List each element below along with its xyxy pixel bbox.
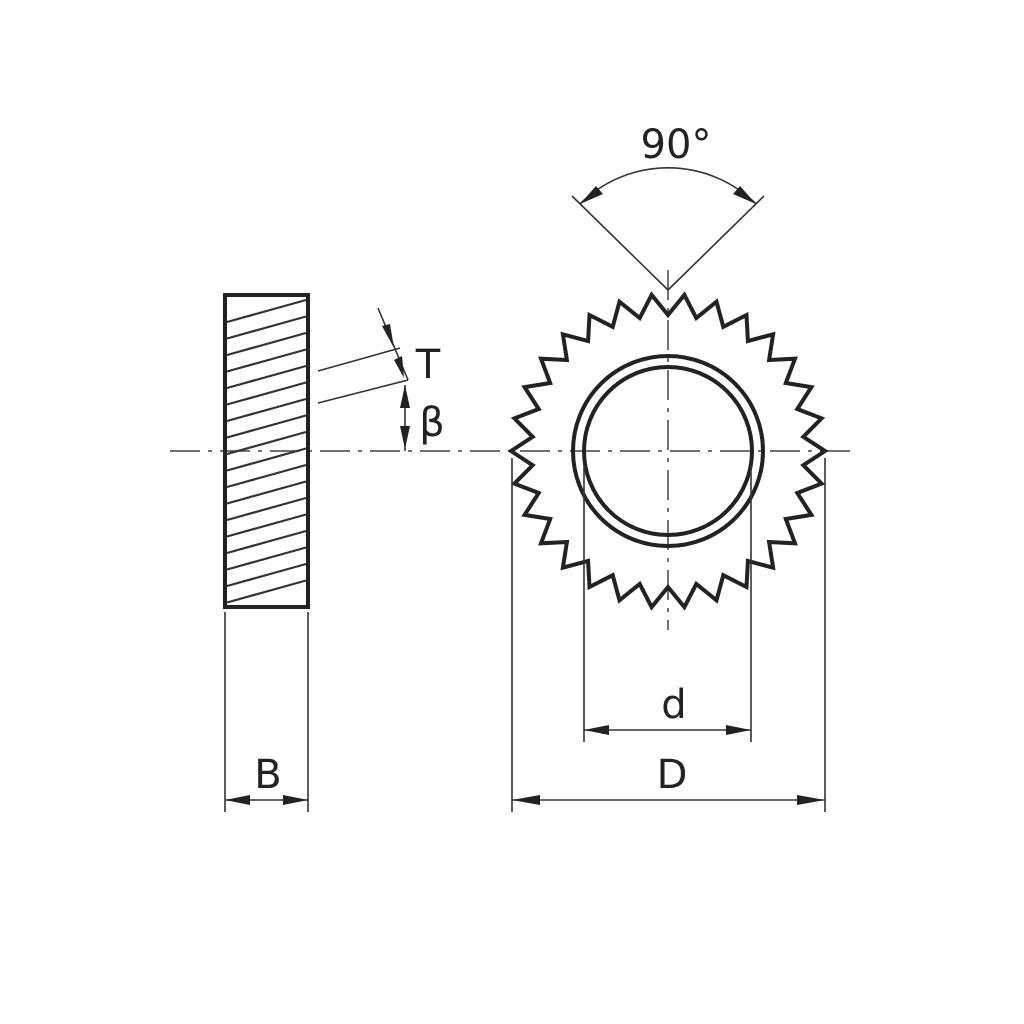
angle-line-left: [571, 195, 669, 291]
inner-diameter-dimension: d: [583, 465, 752, 742]
d-arrow-right: [726, 725, 751, 735]
knurl-hatch-line: [226, 562, 307, 588]
angle-arrow-right: [733, 186, 756, 204]
knurl-hatch-line: [226, 496, 307, 522]
angle-arrow-left: [580, 186, 603, 204]
pitch-arrow-top: [382, 324, 394, 348]
angle-arc: [579, 167, 757, 205]
d-arrow-left: [584, 725, 609, 735]
knurl-hatch-line: [226, 331, 307, 357]
knurl-hatch-line: [226, 579, 307, 604]
knurl-hatch-line: [226, 480, 307, 505]
knurl-hatch-line: [226, 348, 307, 373]
knurl-hatch-line: [226, 546, 307, 571]
helix-angle-dimension: β: [400, 385, 445, 451]
pitch-arrow-bottom: [394, 356, 404, 378]
knurl-hatch-line: [226, 397, 307, 423]
bore-inner-circle: [582, 365, 754, 537]
pitch-extension-upper: [317, 347, 401, 372]
knurl-hatch-line: [226, 364, 307, 390]
angle-line-right: [667, 195, 765, 291]
helix-angle-label: β: [419, 400, 445, 446]
pitch-extension-lower: [317, 379, 409, 404]
knurl-hatch-line: [226, 414, 307, 439]
pitch-label: T: [415, 342, 441, 388]
side-view-outline: [223, 293, 310, 609]
knurl-hatch-line: [226, 513, 307, 538]
bore-outer-circle: [571, 354, 765, 548]
D-arrow-left: [512, 795, 540, 805]
outer-diameter-dimension: D: [511, 458, 826, 812]
side-view: [223, 293, 310, 609]
width-arrow-right: [283, 795, 308, 805]
knurl-hatching: [226, 298, 307, 604]
outer-diameter-label: D: [657, 752, 688, 798]
helix-arrow-top: [400, 385, 410, 408]
knurl-hatch-line: [226, 463, 307, 489]
width-dimension: B: [224, 612, 309, 812]
width-label: B: [254, 752, 281, 798]
knurl-hatch-line: [226, 430, 307, 456]
inner-diameter-label: d: [661, 682, 686, 728]
D-arrow-right: [797, 795, 825, 805]
knurl-hatch-line: [226, 529, 307, 555]
knurl-hatch-line: [226, 298, 307, 324]
knurl-hatch-line: [226, 447, 307, 472]
front-view: [507, 291, 829, 611]
knurl-hatch-line: [226, 315, 307, 340]
width-arrow-left: [225, 795, 250, 805]
knurl-tooth-profile: [507, 291, 829, 611]
angle-dimension: 90°: [571, 122, 765, 291]
pitch-dimension: T: [317, 307, 441, 404]
angle-label: 90°: [641, 122, 712, 168]
knurl-hatch-line: [226, 381, 307, 406]
helix-arrow-bottom: [400, 426, 410, 449]
